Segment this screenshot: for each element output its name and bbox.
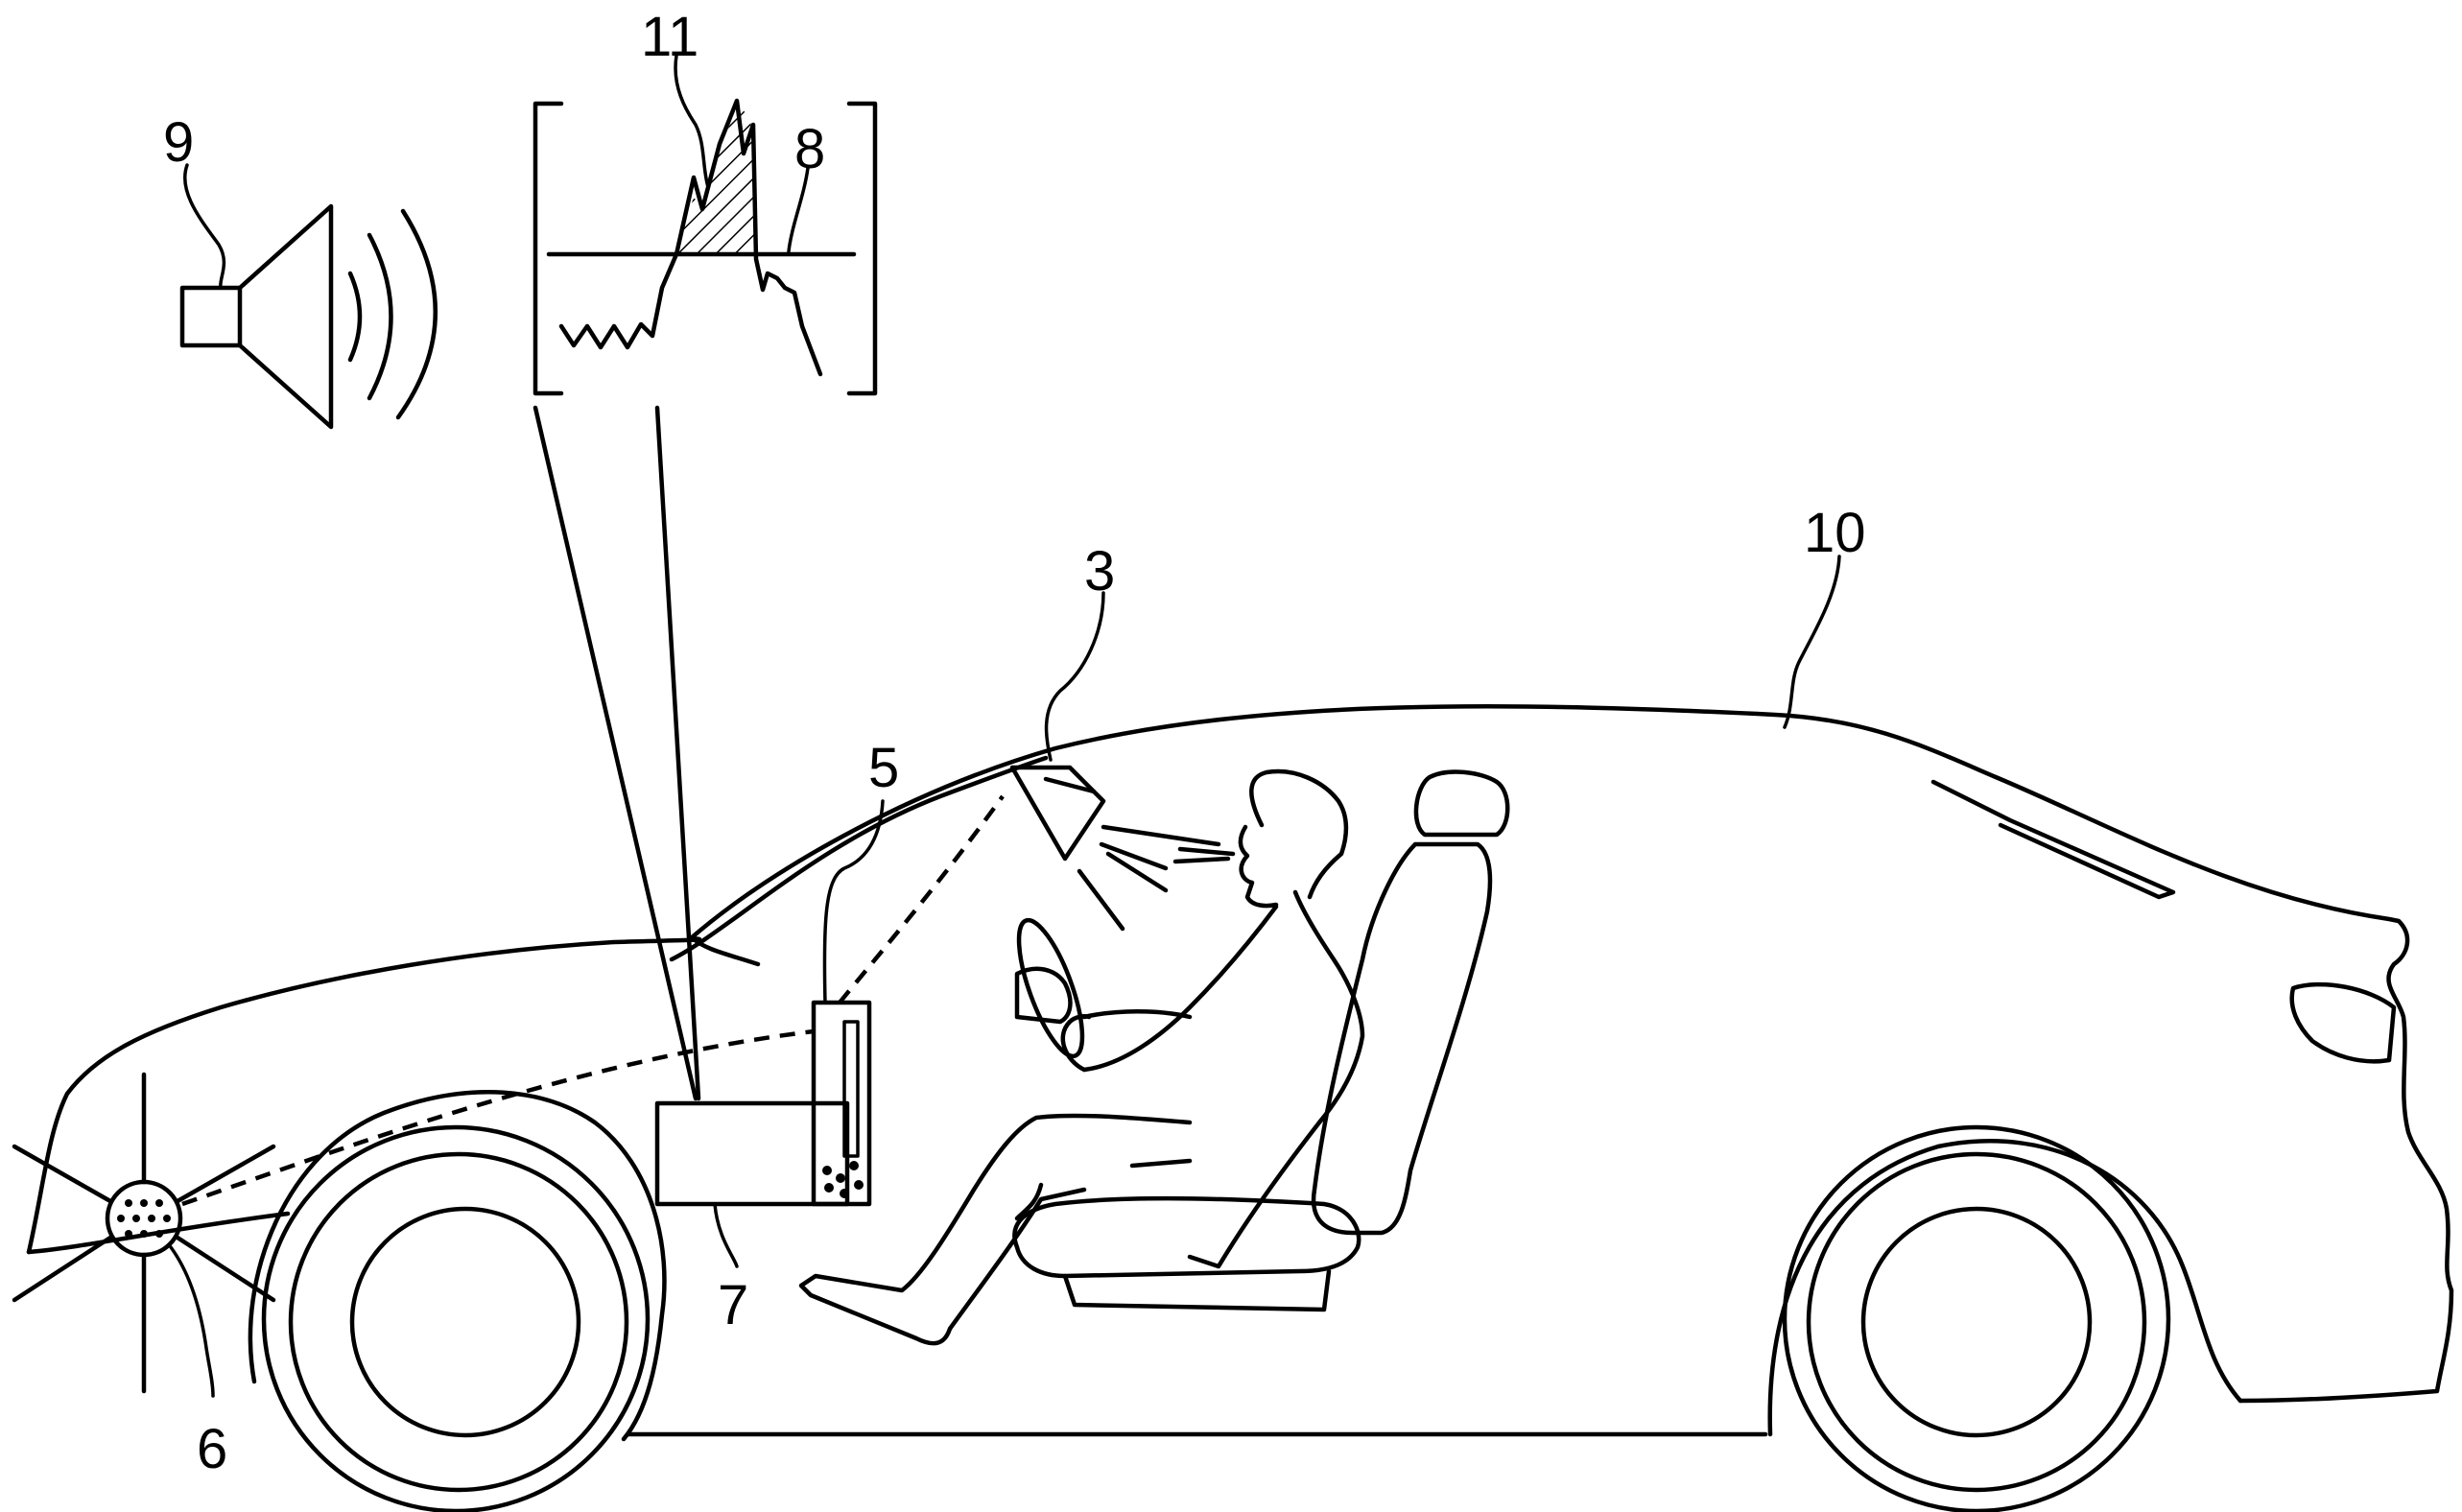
- leader-9: [185, 165, 225, 288]
- label-5: 5: [868, 737, 899, 799]
- leader-10: [1785, 556, 1839, 727]
- projection-line-right: [657, 408, 698, 1099]
- label-8: 8: [794, 118, 825, 180]
- driver-seat: [1014, 772, 1507, 1310]
- label-7: 7: [718, 1274, 748, 1336]
- signal-line-sensor: [182, 1031, 814, 1204]
- sound-wave-icon: [350, 211, 436, 417]
- leader-6: [171, 1247, 213, 1396]
- leader-7: [715, 1204, 737, 1266]
- front-sensor: [14, 1075, 273, 1391]
- leader-8: [789, 168, 808, 251]
- projection-line-left: [535, 408, 696, 1099]
- label-6: 6: [197, 1418, 227, 1480]
- hatched-area: [676, 104, 756, 254]
- label-11: 11: [641, 6, 698, 68]
- label-10: 10: [1804, 502, 1866, 564]
- leader-3: [1047, 593, 1103, 760]
- front-wheel: [250, 1092, 665, 1511]
- driver: [801, 771, 1362, 1343]
- rear-wheel: [1770, 1127, 2240, 1511]
- label-3: 3: [1084, 540, 1115, 602]
- speaker-icon: [182, 206, 331, 427]
- label-9: 9: [163, 111, 194, 174]
- leader-11: [675, 56, 708, 187]
- control-unit: [657, 1103, 847, 1204]
- camera: [1012, 768, 1233, 929]
